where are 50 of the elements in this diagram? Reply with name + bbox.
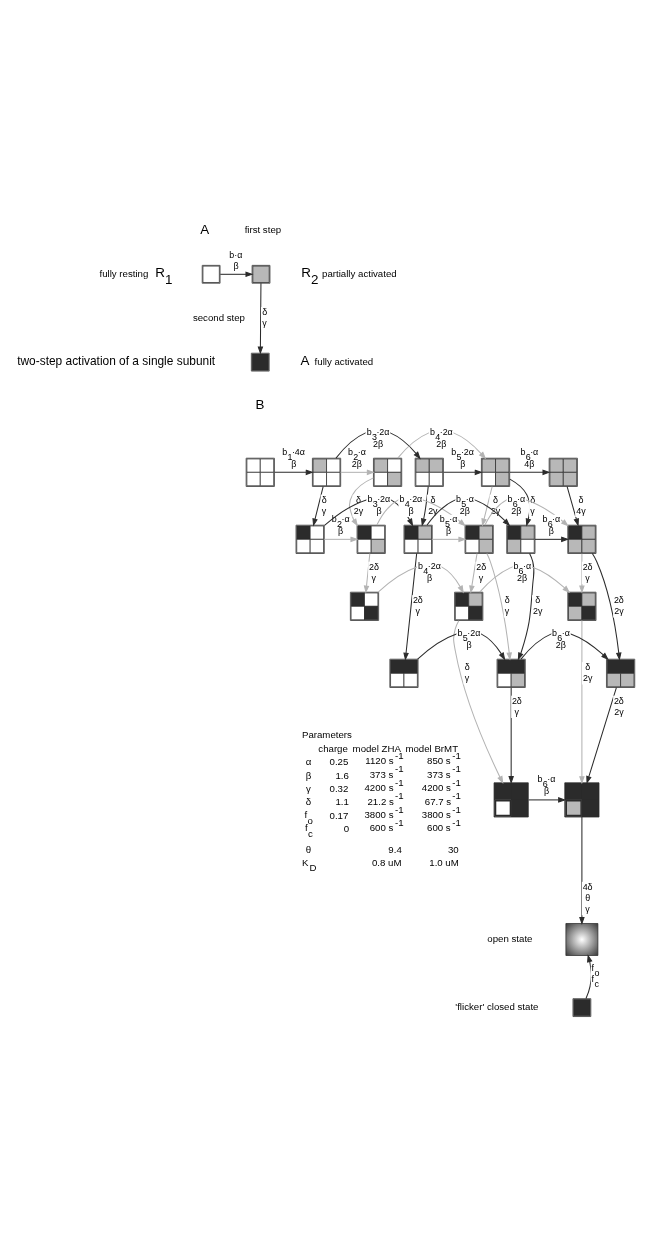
edge-label: 2δ 2γ (613, 594, 624, 616)
label: 0.25 (329, 755, 349, 767)
edge-label: 4δ θ γ (582, 881, 593, 914)
node-label: open state (487, 932, 533, 944)
label: first step (244, 223, 282, 235)
label: second step (192, 311, 245, 323)
label: B (255, 396, 265, 412)
node-label: 'flicker' closed state (455, 1000, 539, 1012)
edge-label: δ 2γ (353, 494, 364, 516)
node-label: fully resting (99, 267, 149, 279)
edge-label: 2δ γ (412, 594, 423, 616)
label: 0 (343, 822, 350, 834)
label: δ (305, 795, 312, 807)
edge-label: δ 2γ (583, 661, 593, 683)
edge-label: δ 4γ (576, 494, 586, 516)
label: θ (305, 843, 312, 855)
label: α (305, 755, 312, 767)
label: 1.0 uM (429, 856, 459, 868)
label: two-step activation of a single subunit (17, 353, 216, 368)
label: model BrMT (405, 742, 459, 754)
label: γ (306, 782, 311, 794)
edge-label: 2δ γ (368, 561, 379, 583)
edge-label: b·α β (229, 249, 243, 271)
label: charge (318, 742, 348, 754)
node-label: partially activated (322, 267, 397, 279)
edge-label: 2δ γ (511, 695, 522, 717)
edge-label: 2δ γ (476, 561, 487, 583)
label: 9.4 (388, 843, 402, 855)
edge-label: 2δ 2γ (613, 695, 624, 717)
edge-label: δ 2γ (533, 594, 543, 616)
edge-label: δ γ (530, 494, 536, 516)
label: model ZHA (352, 742, 401, 754)
label: A (200, 221, 210, 237)
label: 1.1 (335, 795, 349, 807)
label: β (305, 769, 312, 781)
node-label: fully activated (314, 355, 374, 367)
label: 1.6 (335, 769, 349, 781)
edge-label: δ γ (262, 306, 268, 328)
edge-label: δ γ (321, 494, 327, 516)
edge-label: δ γ (504, 594, 510, 616)
edge-label: 2δ γ (582, 561, 593, 583)
label: 0.32 (329, 782, 349, 794)
node-label: A (300, 352, 310, 368)
label: 30 (447, 843, 459, 855)
label: 0.17 (329, 809, 349, 821)
edge-label: δ 2γ (428, 494, 438, 516)
edge-label: δ γ (464, 661, 470, 683)
label: Parameters (301, 728, 352, 740)
edge-label: δ 2γ (490, 494, 501, 516)
label: 0.8 uM (371, 856, 402, 868)
